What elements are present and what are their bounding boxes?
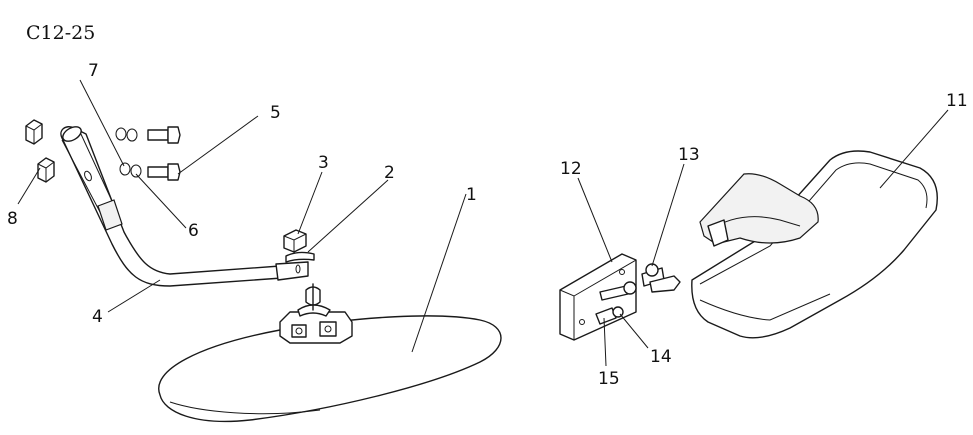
part-bolts-5 [147,126,181,181]
callout-7: 7 [88,61,99,81]
callout-11: 11 [946,91,968,111]
part-mirror-oval [158,283,502,423]
callout-2: 2 [384,163,395,183]
part-nuts-8 [25,119,55,183]
callout-labels: 1 2 3 4 5 6 7 8 11 12 13 14 15 [7,61,968,389]
callout-3: 3 [318,153,329,173]
part-washers-6-7 [115,127,142,178]
leader-lines [17,79,949,367]
callout-4: 4 [92,307,103,327]
part-nut-3 [283,229,307,253]
callout-15: 15 [598,369,620,389]
callout-12: 12 [560,159,582,179]
diagram-code: C12-25 [26,22,95,44]
part-washer-2 [285,251,315,263]
callout-1: 1 [466,185,477,205]
callout-13: 13 [678,145,700,165]
callout-14: 14 [650,347,672,367]
part-mount-plate [559,253,681,341]
callout-8: 8 [7,209,18,229]
part-mirror-rect [691,150,938,339]
callout-5: 5 [270,103,281,123]
part-mirror-arm [60,126,309,287]
callout-6: 6 [188,221,199,241]
